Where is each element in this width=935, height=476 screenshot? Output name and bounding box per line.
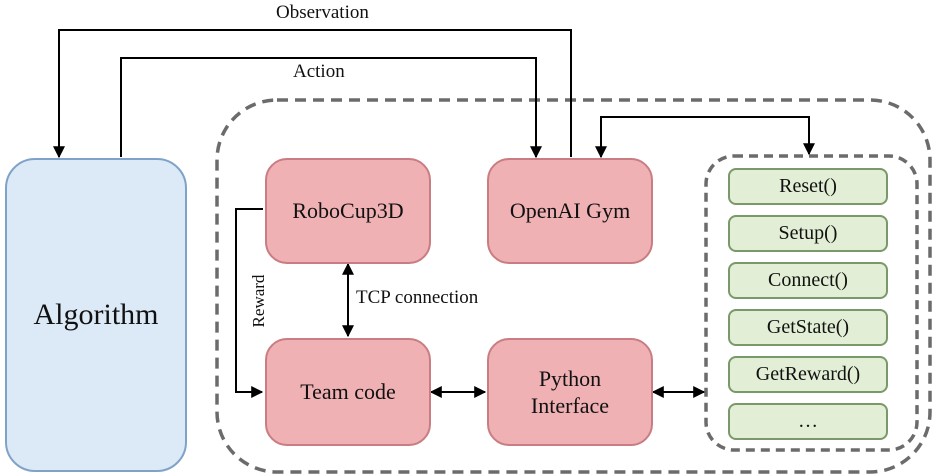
openai-gym-box: OpenAI Gym [487, 158, 653, 264]
function-getstate: GetState() [728, 309, 888, 346]
observation-label: Observation [276, 2, 369, 23]
robocup3d-box: RoboCup3D [265, 158, 431, 264]
reward-label: Reward [249, 274, 268, 328]
environment-dashed-border [215, 98, 932, 474]
python-interface-line2: Interface [530, 393, 610, 418]
reward-arrow [235, 208, 264, 398]
function-getreward: GetReward() [728, 356, 888, 393]
function-reset: Reset() [728, 168, 888, 205]
python-interface-line1: Python [538, 365, 602, 391]
tcp-connection-label: TCP connection [356, 287, 479, 308]
action-arrow [120, 57, 542, 159]
function-ellipsis: … [728, 403, 888, 440]
action-label: Action [293, 61, 345, 82]
algorithm-box: Algorithm [5, 158, 187, 472]
function-setup: Setup() [728, 215, 888, 252]
team-code-box: Team code [265, 338, 431, 446]
observation-arrow [53, 29, 572, 159]
function-connect: Connect() [728, 262, 888, 299]
python-interface-box: Python Interface [487, 338, 653, 446]
gym-functions-arrow [595, 116, 815, 159]
